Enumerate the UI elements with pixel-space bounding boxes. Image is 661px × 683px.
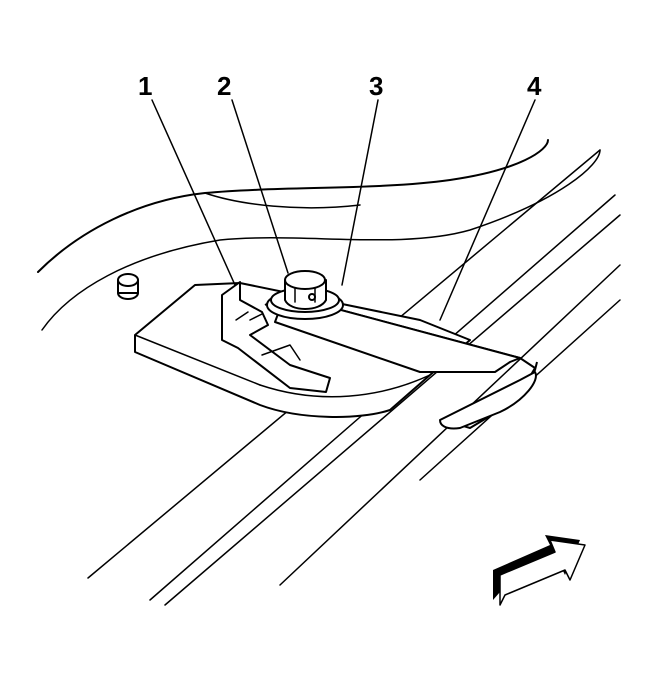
mounting-plate [134,282,471,418]
callout-labels: 1 2 3 4 [138,71,542,101]
callout-2: 2 [217,71,231,101]
callout-leader-lines [151,99,536,321]
body-panel-contours [37,139,601,331]
nut-and-washer [266,270,344,320]
forward-direction-arrow-icon [493,535,586,606]
leader-line-2 [231,99,289,274]
plug-grommet [117,273,139,300]
leader-line-4 [439,99,536,321]
leader-line-1 [151,99,236,286]
leader-line-3 [341,99,379,286]
callout-1: 1 [138,71,152,101]
callout-3: 3 [369,71,383,101]
callout-4: 4 [527,71,542,101]
bracket-part-1 [221,281,331,393]
